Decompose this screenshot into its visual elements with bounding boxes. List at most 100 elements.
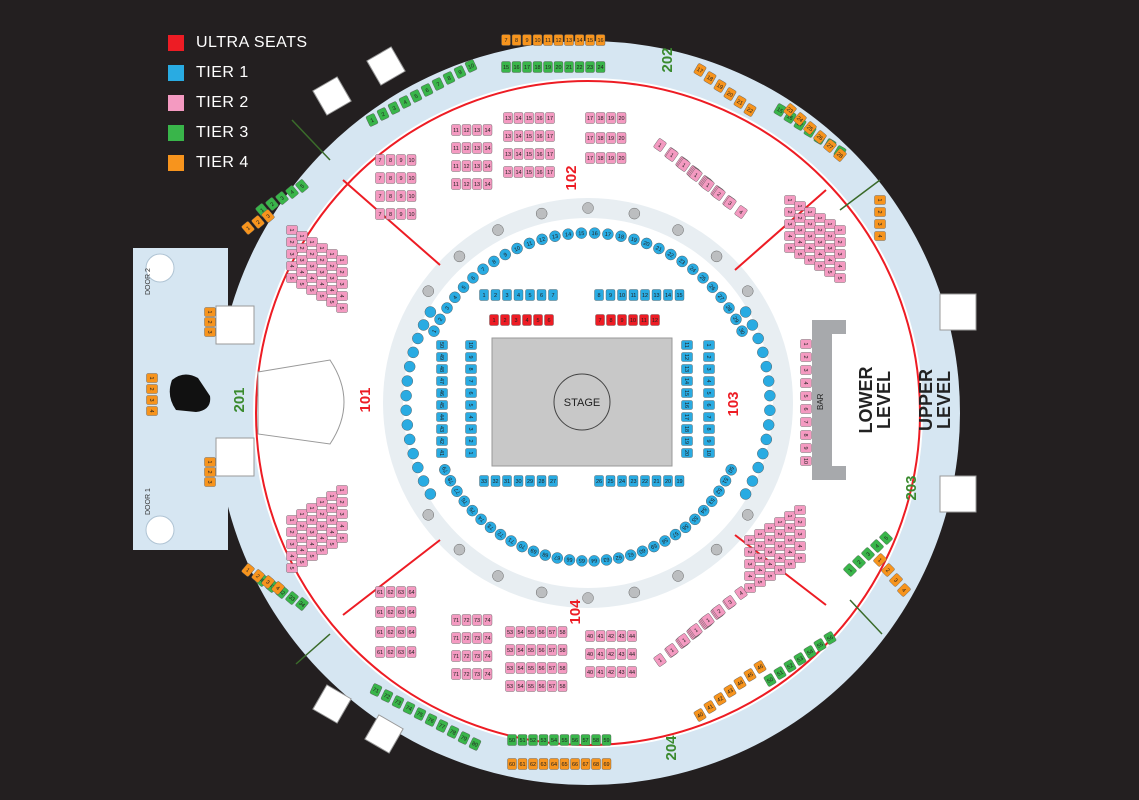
seat[interactable]: 57: [668, 527, 683, 542]
seat[interactable]: 3: [784, 535, 796, 545]
seat[interactable]: 14: [513, 130, 524, 142]
seat[interactable]: 3: [261, 209, 275, 223]
seat[interactable]: [671, 569, 686, 584]
seat[interactable]: 1: [754, 529, 766, 539]
seat[interactable]: 3: [794, 529, 806, 539]
seat[interactable]: [756, 346, 770, 360]
seat[interactable]: 14: [513, 112, 524, 124]
seat[interactable]: 5: [774, 565, 786, 575]
seat[interactable]: 4: [764, 559, 776, 569]
seat[interactable]: 24: [685, 262, 700, 277]
seat[interactable]: 1: [365, 113, 379, 127]
seat[interactable]: 16: [588, 227, 601, 239]
seat[interactable]: 4: [703, 376, 715, 386]
seat[interactable]: [452, 542, 468, 558]
seat[interactable]: 17: [545, 112, 555, 124]
seat[interactable]: 4: [316, 533, 328, 543]
seat[interactable]: 5: [794, 553, 806, 563]
seat[interactable]: 14: [663, 289, 673, 301]
seat[interactable]: 20: [553, 61, 564, 73]
seat[interactable]: 3: [204, 327, 216, 337]
seat[interactable]: 8: [594, 289, 604, 301]
seat[interactable]: 40: [585, 666, 595, 678]
seat[interactable]: 4: [897, 583, 911, 597]
seat[interactable]: 9: [396, 154, 406, 166]
seat[interactable]: 3: [316, 267, 328, 277]
seat[interactable]: 5: [525, 289, 535, 301]
seat[interactable]: 13: [472, 178, 482, 190]
seat[interactable]: 10: [464, 59, 478, 73]
seat[interactable]: 14: [574, 34, 585, 46]
seat[interactable]: 3: [834, 249, 846, 259]
seat[interactable]: [452, 249, 468, 265]
seat[interactable]: 13: [472, 160, 482, 172]
seat[interactable]: 67: [580, 758, 591, 770]
seat[interactable]: 1: [784, 511, 796, 521]
seat[interactable]: 3: [326, 273, 338, 283]
seat[interactable]: 9: [605, 289, 616, 301]
seat[interactable]: [745, 474, 760, 489]
seat[interactable]: 5: [295, 179, 309, 193]
seat[interactable]: 4: [513, 289, 524, 301]
seat[interactable]: 57: [547, 680, 557, 692]
seat[interactable]: 17: [585, 112, 595, 124]
seat[interactable]: 3: [336, 509, 348, 519]
seat[interactable]: 4: [794, 237, 806, 247]
seat[interactable]: [709, 249, 725, 265]
seat[interactable]: 5: [784, 243, 796, 253]
seat[interactable]: 19: [681, 436, 693, 446]
seat[interactable]: 4: [271, 581, 285, 595]
seat[interactable]: 4: [804, 243, 816, 253]
seat[interactable]: 18: [703, 71, 717, 85]
seat[interactable]: 60: [635, 544, 649, 558]
seat[interactable]: 11: [451, 178, 461, 190]
seat[interactable]: 1: [296, 231, 308, 241]
seat[interactable]: 40: [585, 630, 595, 642]
seat[interactable]: 4: [794, 541, 806, 551]
seat[interactable]: 8: [385, 208, 396, 220]
seat[interactable]: 3: [800, 365, 812, 375]
seat[interactable]: 8: [703, 424, 715, 434]
seat[interactable]: 63: [396, 626, 406, 638]
seat[interactable]: 56: [536, 662, 547, 674]
seat[interactable]: 58: [557, 662, 568, 674]
seat[interactable]: 25: [605, 475, 616, 487]
seat[interactable]: 64: [588, 555, 600, 567]
seat[interactable]: 2: [316, 255, 328, 265]
seat[interactable]: [740, 507, 755, 522]
seat[interactable]: 1: [336, 485, 348, 495]
seat[interactable]: 5: [814, 261, 826, 271]
seat[interactable]: 54: [515, 680, 526, 692]
seat[interactable]: 55: [687, 512, 703, 528]
seat[interactable]: 73: [472, 650, 482, 662]
seat[interactable]: 11: [451, 160, 461, 172]
seat[interactable]: 71: [451, 632, 461, 644]
seat[interactable]: 42: [713, 692, 727, 706]
seat[interactable]: [764, 404, 776, 417]
seat[interactable]: 55: [813, 638, 827, 652]
seat[interactable]: 55: [526, 680, 536, 692]
seat[interactable]: 4: [286, 261, 298, 271]
seat[interactable]: 3: [316, 521, 328, 531]
seat[interactable]: 21: [564, 61, 574, 73]
seat[interactable]: 2: [336, 267, 348, 277]
seat[interactable]: 8: [465, 364, 477, 374]
seat[interactable]: 1: [316, 243, 328, 253]
seat[interactable]: 13: [472, 142, 482, 154]
seat[interactable]: 64: [406, 646, 417, 658]
seat[interactable]: 3: [286, 539, 298, 549]
seat[interactable]: 17: [585, 152, 595, 164]
seat[interactable]: 20: [681, 448, 693, 458]
seat[interactable]: 58: [657, 534, 672, 549]
seat[interactable]: 44: [627, 630, 637, 642]
seat[interactable]: 2: [814, 225, 826, 235]
seat[interactable]: 43: [436, 424, 448, 434]
seat[interactable]: 5: [824, 267, 836, 277]
seat[interactable]: 13: [503, 130, 513, 142]
seat[interactable]: 6: [544, 314, 554, 326]
seat[interactable]: 3: [874, 219, 886, 229]
seat[interactable]: 47: [436, 376, 448, 386]
seat[interactable]: 9: [453, 65, 467, 79]
seat[interactable]: 61: [375, 606, 385, 618]
seat[interactable]: 34: [295, 597, 309, 611]
